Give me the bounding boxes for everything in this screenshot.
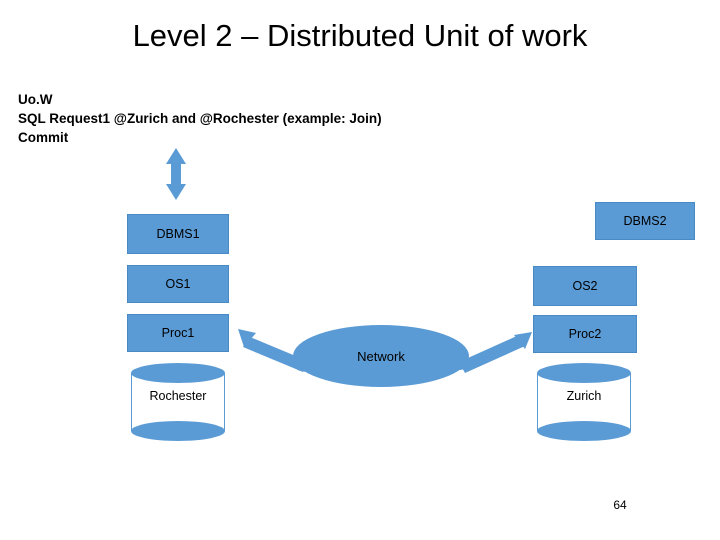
arrow-uow-to-dbms1 (166, 148, 186, 200)
node-os2-label: OS2 (572, 279, 598, 293)
node-dbms2[interactable]: DBMS2 (595, 202, 695, 240)
page-title: Level 2 – Distributed Unit of work (132, 18, 588, 53)
node-dbms2-label: DBMS2 (623, 214, 667, 228)
node-dbms1-label: DBMS1 (156, 227, 200, 241)
cylinder-bottom (131, 421, 225, 441)
uow-line-2: SQL Request1 @Zurich and @Rochester (exa… (18, 111, 382, 126)
database-zurich[interactable]: Zurich (537, 363, 631, 441)
node-dbms1[interactable]: DBMS1 (127, 214, 229, 254)
node-os1[interactable]: OS1 (127, 265, 229, 303)
uow-line-1: Uo.W (18, 92, 53, 107)
node-proc1-label: Proc1 (161, 326, 195, 340)
uow-line-3: Commit (18, 130, 69, 145)
node-proc2-label: Proc2 (568, 327, 602, 341)
database-rochester[interactable]: Rochester (131, 363, 225, 441)
node-os1-label: OS1 (165, 277, 191, 291)
node-os2[interactable]: OS2 (533, 266, 637, 306)
node-proc2[interactable]: Proc2 (533, 315, 637, 353)
uow-description: Uo.W SQL Request1 @Zurich and @Rochester… (18, 90, 382, 147)
cylinder-top (131, 363, 225, 383)
cylinder-bottom (537, 421, 631, 441)
node-network-label: Network (357, 348, 405, 364)
node-network[interactable]: Network (293, 325, 469, 387)
page-number: 64 (613, 498, 627, 512)
database-rochester-label: Rochester (149, 389, 207, 403)
cylinder-top (537, 363, 631, 383)
database-zurich-label: Zurich (566, 389, 602, 403)
node-proc1[interactable]: Proc1 (127, 314, 229, 352)
